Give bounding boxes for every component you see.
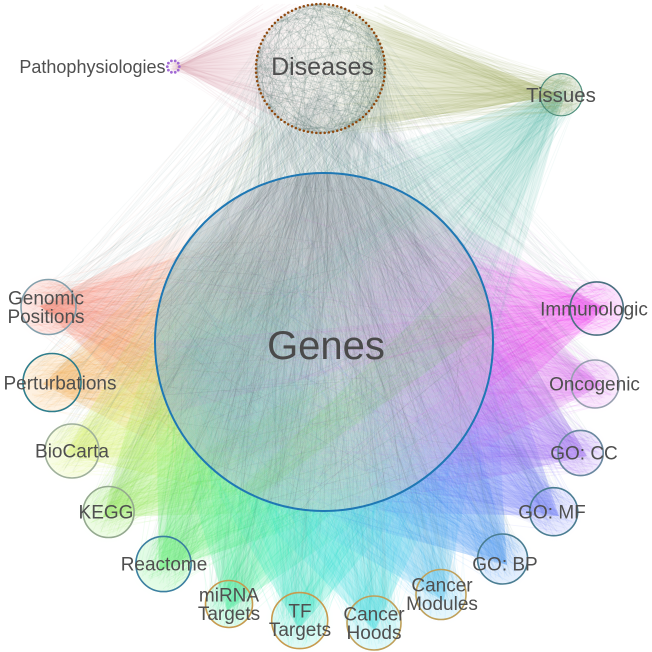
svg-text:Pathophysiologies: Pathophysiologies (19, 57, 165, 77)
svg-text:TF: TF (288, 602, 311, 623)
svg-text:miRNA: miRNA (199, 586, 259, 607)
svg-text:GO: BP: GO: BP (472, 555, 537, 576)
svg-text:Targets: Targets (198, 604, 260, 625)
svg-text:GO: MF: GO: MF (518, 503, 586, 524)
svg-text:Tissues: Tissues (526, 84, 596, 107)
svg-text:Perturbations: Perturbations (3, 374, 116, 395)
svg-text:Positions: Positions (7, 307, 84, 328)
svg-text:Cancer: Cancer (411, 576, 473, 597)
svg-text:Targets: Targets (269, 620, 331, 641)
svg-text:Modules: Modules (406, 594, 478, 615)
svg-text:GO: CC: GO: CC (550, 444, 618, 465)
svg-text:Cancer: Cancer (343, 605, 405, 626)
svg-text:KEGG: KEGG (79, 503, 134, 524)
svg-text:Oncogenic: Oncogenic (549, 375, 640, 396)
svg-text:Reactome: Reactome (121, 555, 208, 576)
svg-text:Hoods: Hoods (347, 623, 402, 644)
svg-text:Genes: Genes (267, 324, 385, 368)
svg-text:Genomic: Genomic (8, 289, 84, 310)
svg-text:BioCarta: BioCarta (35, 442, 109, 463)
svg-text:Immunologic: Immunologic (540, 300, 648, 321)
svg-text:Diseases: Diseases (271, 53, 374, 81)
